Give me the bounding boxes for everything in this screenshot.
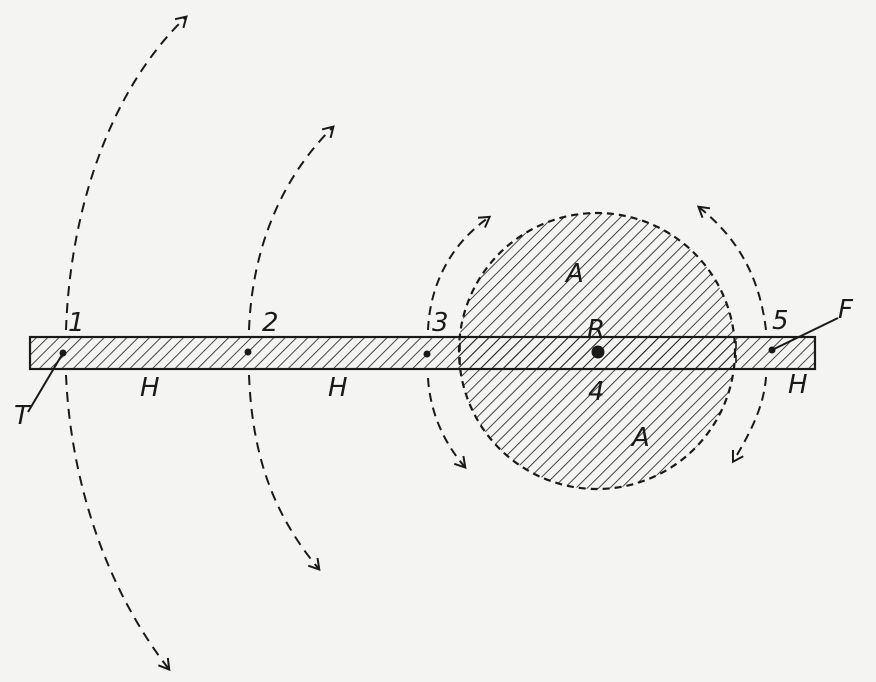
swing-arc-1-down [65, 374, 171, 672]
label-center-r: R [587, 315, 605, 345]
swing-arc-1-up [65, 15, 188, 331]
swing-arc-3-down [427, 377, 467, 470]
label-region-a-bottom: A [630, 423, 650, 453]
point-dot-2 [244, 348, 252, 356]
center-dot-r [591, 345, 605, 359]
label-point-2: 2 [262, 308, 279, 338]
label-point-5: 5 [772, 306, 789, 336]
leader-t [27, 352, 64, 413]
label-point-4: 4 [588, 377, 605, 407]
bar-h [28, 335, 817, 371]
label-h-right: H [788, 370, 808, 400]
swing-arc-2-up [248, 125, 335, 331]
label-point-1: 1 [68, 308, 85, 338]
label-h-first: H [140, 373, 160, 403]
swing-arc-5-down [731, 376, 767, 464]
swing-arc-2-down [248, 374, 321, 572]
swing-arc-3-up [427, 215, 492, 331]
label-point-3: 3 [432, 308, 449, 338]
leader-f [771, 317, 839, 351]
label-left-end-t: T [14, 401, 32, 431]
label-h-second: H [328, 373, 348, 403]
label-region-a-top: A [564, 259, 584, 289]
point-dot-3 [423, 350, 431, 358]
label-right-end-f: F [838, 295, 854, 325]
swing-arc-5-up [696, 205, 767, 331]
